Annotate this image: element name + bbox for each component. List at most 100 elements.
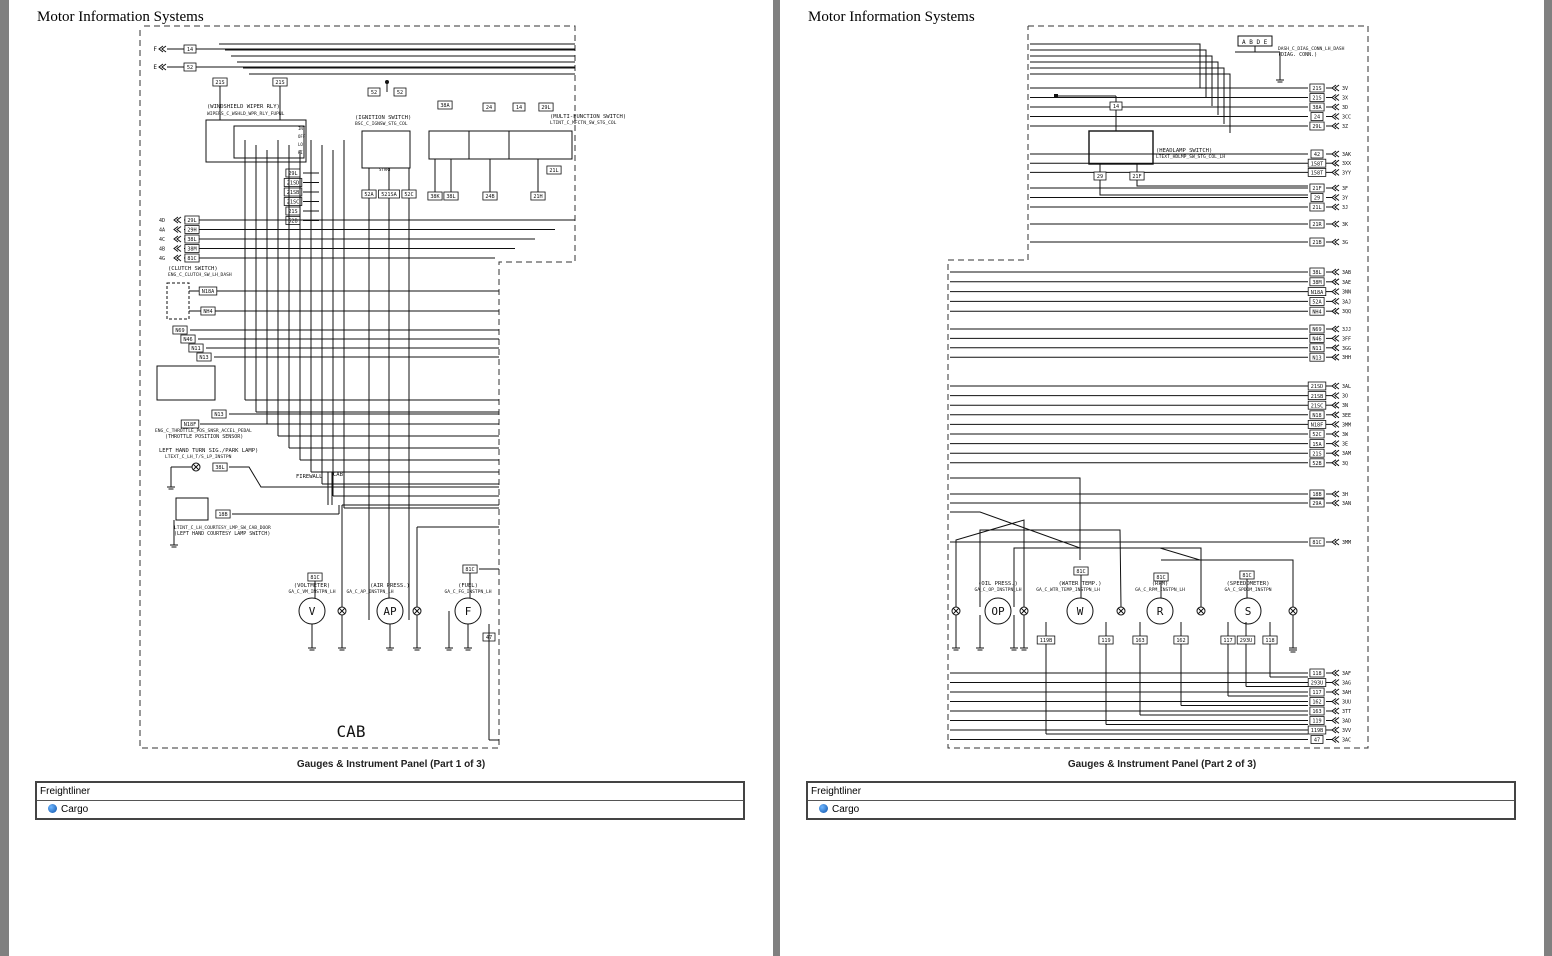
connector-arrow-icon bbox=[1331, 278, 1337, 286]
wire-tag: 38K bbox=[430, 194, 440, 200]
vehicle-model-row[interactable]: Cargo bbox=[37, 801, 743, 818]
wire-tag: 21S bbox=[1312, 451, 1321, 457]
connector-arrow-icon bbox=[1334, 726, 1340, 734]
terminal-label: 3D bbox=[1342, 105, 1348, 111]
connector-arrow-icon bbox=[1331, 184, 1337, 192]
wire bbox=[229, 466, 499, 488]
connector-arrow-icon bbox=[1331, 353, 1337, 361]
terminal-label: 3QQ bbox=[1342, 309, 1351, 315]
wire-tag: 29L bbox=[1312, 124, 1321, 130]
wire-tag-box bbox=[184, 215, 200, 225]
connector-arrow-icon bbox=[1331, 203, 1337, 211]
connector-arrow-icon bbox=[1334, 103, 1340, 111]
wire-tag-box bbox=[1309, 352, 1325, 362]
vehicle-make: Freightliner bbox=[808, 783, 1514, 801]
rpm-code: GA_C_RPM_INSTPN_LH bbox=[1135, 587, 1185, 593]
connector-arrow-icon bbox=[1334, 168, 1340, 176]
wire-tag-box bbox=[437, 100, 453, 110]
terminal-label: 3AJ bbox=[1342, 299, 1351, 305]
vehicle-model-row[interactable]: Cargo bbox=[808, 801, 1514, 818]
connector-arrow-icon bbox=[1331, 325, 1337, 333]
lamp-icon-x bbox=[952, 607, 960, 615]
wire-tag-box bbox=[1310, 149, 1324, 159]
throttle-sensor-box bbox=[156, 365, 216, 401]
air-pressure-code: GA_C_AP_INSTPN_LH bbox=[346, 589, 393, 595]
terminal-label: 3Q bbox=[1342, 461, 1348, 467]
wire-tag: 81C bbox=[465, 567, 474, 573]
wire-tag: 21H bbox=[533, 194, 542, 200]
connector-arrow-icon bbox=[1331, 168, 1337, 176]
terminal-label: 3V bbox=[1342, 86, 1348, 92]
wire-tag: 38L bbox=[215, 465, 224, 471]
wire-tag: 81C bbox=[1076, 569, 1085, 575]
wire-tag-box bbox=[538, 102, 554, 112]
harness-wire bbox=[950, 493, 1081, 500]
wiper-relay-code: WIPERS_C_WSHLD_WPR_RLY_FUPNL bbox=[207, 111, 285, 117]
harness-wire bbox=[1013, 547, 1202, 607]
mfs-code: LTINT_C_MFCTN_SW_STG_COL bbox=[550, 120, 617, 126]
water-temp-code: GA_C_WTR_TEMP_INSTPN_LH bbox=[1036, 587, 1100, 593]
diag-title: (DIAG. CONN.) bbox=[1278, 52, 1317, 58]
cab-boundary bbox=[139, 25, 576, 749]
wire-tag: 38L bbox=[446, 194, 455, 200]
wire-tag-box bbox=[1307, 391, 1327, 401]
wire-tag-box bbox=[1309, 697, 1325, 706]
terminal-label: 3AB bbox=[1342, 270, 1351, 276]
wire-tag: 29H bbox=[187, 228, 196, 234]
wire-tag: 21SD bbox=[1311, 384, 1324, 390]
connector-arrow-icon bbox=[1331, 238, 1337, 246]
connector-arrow-icon bbox=[1334, 194, 1340, 201]
wire-tag: 119B bbox=[1040, 638, 1053, 644]
mfs-box bbox=[428, 130, 573, 160]
terminal-label: 3AK bbox=[1342, 152, 1351, 158]
wire-tag: 21L bbox=[1312, 205, 1321, 211]
connector-arrow-icon bbox=[176, 254, 182, 262]
wire-tag-box bbox=[393, 87, 407, 97]
diag-code: DASH_C_DIAG_CONN_LH_DASH bbox=[1278, 46, 1345, 52]
wire-tag-box bbox=[188, 343, 204, 353]
wire-tag-box bbox=[180, 419, 200, 429]
harness-wire bbox=[1030, 73, 1231, 133]
wire-tag: 117 bbox=[1223, 638, 1232, 644]
connector-arrow-icon bbox=[1334, 430, 1340, 438]
connector-arrow-icon bbox=[1331, 268, 1337, 276]
wire-tag: 29L bbox=[187, 218, 196, 224]
vehicle-info-table: Freightliner Cargo bbox=[806, 781, 1516, 820]
wiper-switch-pos: OFF bbox=[298, 134, 306, 139]
terminal-label: 3N bbox=[1342, 403, 1348, 409]
connector-arrow-icon bbox=[1334, 150, 1340, 158]
connector-arrow-icon bbox=[1334, 268, 1340, 276]
connector-arrow-icon bbox=[1331, 490, 1337, 498]
vehicle-model: Cargo bbox=[61, 804, 89, 815]
terminal-label: 3AL bbox=[1342, 384, 1351, 390]
wire-tag: 81C bbox=[1242, 573, 1251, 579]
wire-tag: 15A bbox=[1312, 442, 1322, 448]
connector-arrow-icon bbox=[1334, 420, 1340, 428]
wire-tag-box bbox=[183, 44, 197, 54]
connector-arrow-icon bbox=[1334, 238, 1340, 246]
harness-wire bbox=[1030, 55, 1213, 106]
wire-tag: 21SB bbox=[1311, 394, 1324, 400]
rpm-gauge-letter: R bbox=[1157, 605, 1164, 618]
connector-arrow-icon bbox=[1334, 84, 1340, 92]
terminal-label: 3W bbox=[1342, 432, 1349, 438]
pin-label: 4B bbox=[159, 247, 165, 253]
diagram-caption: Gauges & Instrument Panel (Part 2 of 3) bbox=[1067, 759, 1257, 770]
terminal-label: 3CC bbox=[1342, 115, 1351, 121]
connector-arrow-icon bbox=[1334, 203, 1340, 211]
rpm-title: (RPM) bbox=[1152, 581, 1169, 587]
firewall-label: FIREWALL bbox=[296, 474, 323, 480]
wire-tag: 52B bbox=[288, 219, 297, 225]
zone-label-cab: CAB bbox=[337, 722, 366, 741]
connector-arrow-icon bbox=[1334, 94, 1340, 101]
fuel-title: (FUEL) bbox=[458, 583, 478, 589]
wire-tag-box bbox=[1309, 183, 1325, 193]
pin-label: 4C bbox=[159, 237, 165, 243]
wire-tag: N18F bbox=[184, 422, 197, 428]
wire-tag: 52 bbox=[371, 90, 377, 96]
feed-label: E bbox=[153, 64, 157, 71]
wire-tag-box bbox=[1309, 458, 1325, 468]
wire-tag: 52B bbox=[1312, 461, 1321, 467]
wire-tag: 21S bbox=[1312, 96, 1321, 102]
connector-arrow-icon bbox=[1331, 669, 1337, 677]
